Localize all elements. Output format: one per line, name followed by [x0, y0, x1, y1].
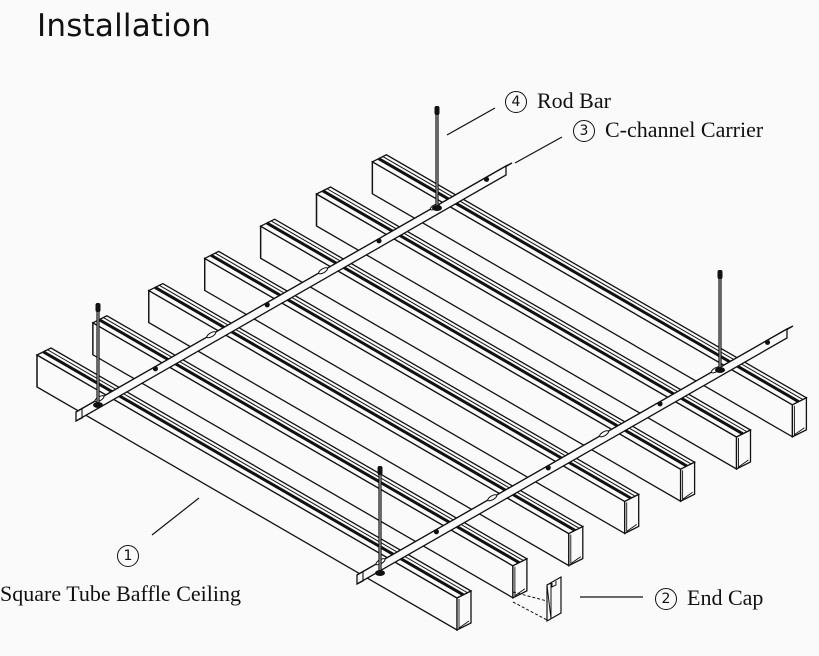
- end-cap-side: [546, 582, 552, 620]
- label-number-1: 1: [117, 542, 149, 568]
- baffle: [35, 347, 473, 632]
- rod-thread-end: [434, 106, 440, 115]
- rod-clip: [715, 367, 725, 373]
- baffle-end-inner: [682, 470, 693, 501]
- baffle-end-opening: [456, 589, 472, 632]
- rod-clip: [93, 402, 103, 408]
- carrier-end-lip: [75, 409, 83, 422]
- callout-number-1: 1: [117, 545, 139, 567]
- baffle-end-inner: [514, 566, 526, 597]
- callout-number-4: 4: [505, 91, 527, 113]
- carrier-slot: [599, 430, 610, 438]
- end-cap-dashed-guide: [512, 601, 548, 621]
- end-cap-tab: [551, 581, 557, 588]
- rod-bar-label: Rod Bar: [537, 88, 611, 113]
- baffle-end-opening: [679, 461, 696, 503]
- carrier-rivet: [152, 366, 158, 372]
- baffle-end-opening: [624, 493, 640, 535]
- leader-c-channel-carrier: [514, 136, 563, 164]
- baffle-end-inner: [793, 405, 805, 436]
- carrier-slot: [487, 494, 498, 502]
- carrier-front-face: [356, 327, 788, 586]
- end-cap-dashed-guide: [512, 591, 548, 602]
- label-rod-bar: 4 Rod Bar: [505, 88, 611, 114]
- leader-square-tube-baffle: [151, 497, 200, 536]
- rod-clip: [432, 205, 442, 211]
- end-cap: [512, 575, 562, 623]
- baffle-end-opening: [735, 428, 752, 471]
- carrier-front-face: [75, 164, 507, 423]
- leader-rod-bar: [446, 107, 496, 136]
- c-channel-carrier-label: C-channel Carrier: [605, 117, 764, 142]
- rod-bar: [375, 466, 385, 576]
- carrier-rivet: [545, 465, 551, 471]
- carrier-rivet: [376, 238, 382, 244]
- rod-thread-end: [717, 270, 723, 279]
- label-c-channel-carrier: 3 C-channel Carrier: [573, 117, 763, 143]
- baffle-end-inner: [738, 438, 749, 468]
- carrier-slot: [206, 331, 217, 339]
- baffle-end-inner: [626, 502, 637, 533]
- carrier-end-lip: [356, 572, 364, 585]
- end-cap-label: End Cap: [687, 585, 764, 610]
- rod-bar: [715, 270, 725, 373]
- label-end-cap: 2 End Cap: [655, 585, 763, 611]
- callout-number-3: 3: [573, 120, 595, 142]
- baffle-end-opening: [512, 557, 528, 599]
- carrier-rivet: [264, 302, 270, 308]
- square-tube-baffle-label: Square Tube Baffle Ceiling: [0, 581, 241, 606]
- rod-bar: [93, 303, 103, 408]
- callout-number-2: 2: [655, 588, 677, 610]
- rod-clip: [375, 570, 385, 576]
- carrier-rivet: [433, 529, 439, 535]
- baffle: [371, 154, 808, 438]
- rod-thread-end: [95, 303, 101, 312]
- page-title: Installation: [37, 8, 212, 44]
- c-channel-carrier: [356, 325, 794, 586]
- carrier-slot: [318, 267, 329, 275]
- baffle-end-opening: [568, 525, 584, 567]
- baffle-end-inner: [570, 534, 582, 565]
- carrier-rivet: [657, 401, 663, 407]
- carrier-rivet: [483, 176, 490, 182]
- rod-bar: [432, 106, 442, 211]
- label-square-tube-baffle: Square Tube Baffle Ceiling: [0, 581, 241, 607]
- rod-thread-end: [377, 466, 383, 475]
- baffle-end-opening: [791, 396, 808, 438]
- baffle-end-inner: [458, 599, 470, 629]
- carrier-rivet: [764, 339, 771, 345]
- baffle: [315, 186, 752, 471]
